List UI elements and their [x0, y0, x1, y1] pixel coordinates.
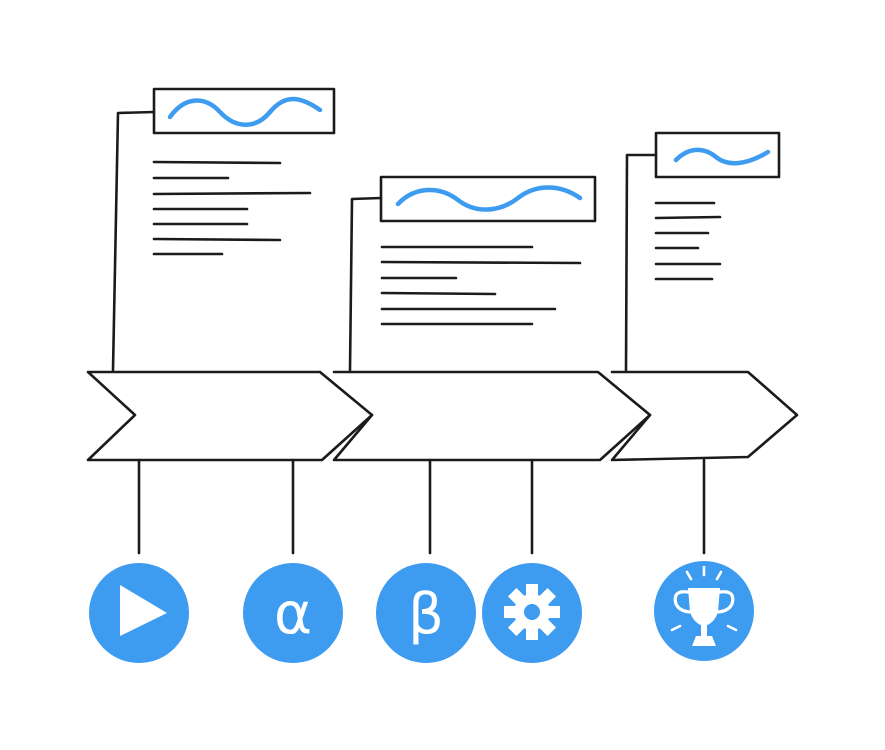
note-card-3	[624, 131, 781, 372]
timeline-arrow	[86, 370, 799, 462]
milestone-play	[89, 563, 189, 663]
note-card-2	[348, 175, 597, 372]
note-card-1-title-squiggle	[167, 96, 323, 127]
milestone-alpha: α	[243, 563, 343, 663]
arrow-segment-2	[332, 370, 652, 462]
note-card-1	[111, 87, 336, 372]
note-card-3-title-squiggle	[673, 147, 771, 166]
note-card-2-title-box	[379, 175, 597, 223]
note-card-1-text-lines	[152, 160, 312, 256]
milestone-trophy	[654, 561, 754, 661]
note-card-1-title-box	[152, 87, 336, 135]
note-card-2-connector	[348, 196, 383, 372]
note-card-1-connector	[111, 110, 156, 372]
arrow-segment-1	[86, 370, 374, 462]
beta-icon: β	[408, 582, 444, 647]
arrow-segment-3	[610, 370, 799, 462]
note-card-2-text-lines	[380, 245, 582, 326]
milestone-gear	[482, 563, 582, 663]
trophy-icon	[670, 565, 738, 646]
note-card-3-text-lines	[654, 201, 722, 281]
play-icon	[120, 585, 167, 636]
note-card-3-title-box	[654, 131, 781, 179]
milestone-connectors	[137, 458, 706, 555]
note-card-3-connector	[624, 153, 658, 372]
note-card-2-title-squiggle	[395, 185, 583, 212]
gear-icon	[504, 584, 560, 640]
milestone-beta: β	[376, 563, 476, 663]
alpha-icon: α	[274, 579, 312, 647]
